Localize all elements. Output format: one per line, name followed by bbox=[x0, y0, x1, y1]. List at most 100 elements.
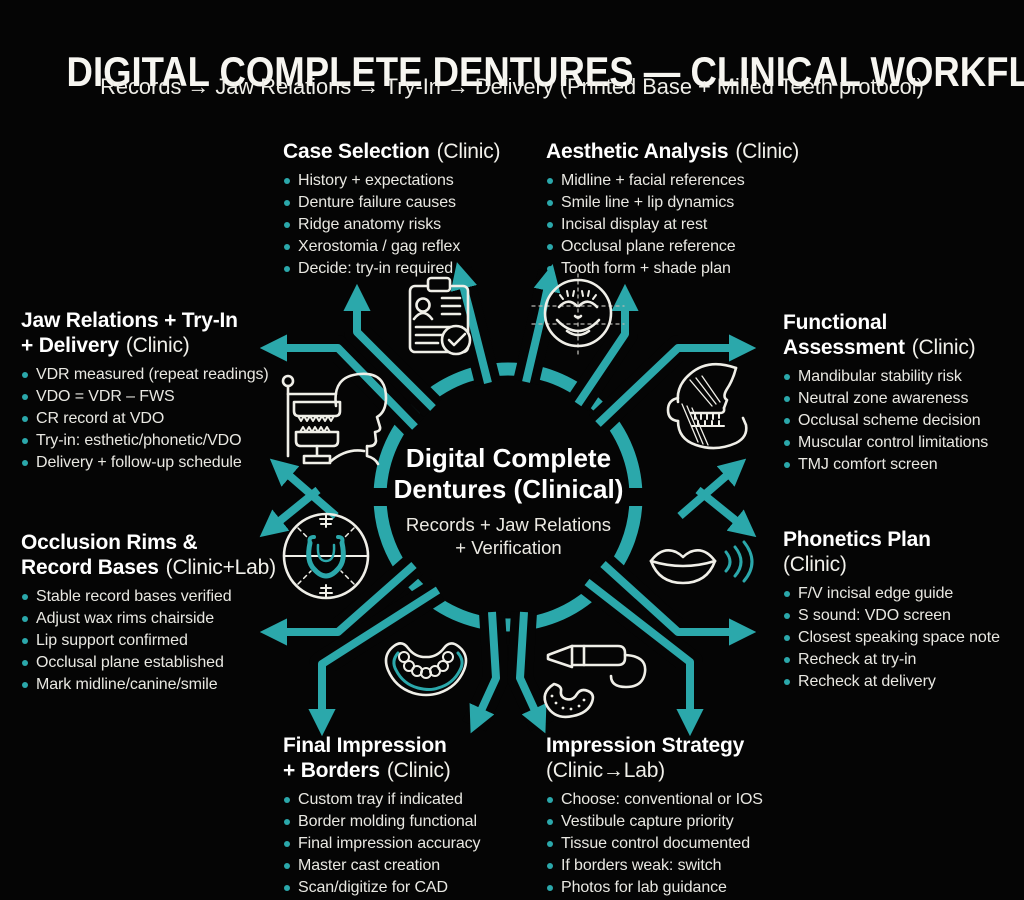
list-item: Adjust wax rims chairside bbox=[21, 609, 279, 629]
clipboard-check-icon bbox=[408, 276, 472, 356]
list-item: Recheck at delivery bbox=[783, 672, 1021, 692]
bullet-text: Try-in: esthetic/phonetic/VDO bbox=[36, 432, 242, 449]
bullet-dot bbox=[547, 200, 553, 206]
section-phonetics-plan: Phonetics Plan(Clinic) F/V incisal edge … bbox=[783, 527, 1021, 694]
bullet-text: VDR measured (repeat readings) bbox=[36, 366, 269, 383]
list-item: Decide: try-in required bbox=[283, 259, 523, 279]
list-item: Master cast creation bbox=[283, 856, 528, 876]
bullet-text: Choose: conventional or IOS bbox=[561, 791, 763, 808]
list-item: VDR measured (repeat readings) bbox=[21, 365, 279, 385]
hub-subtitle: Records + Jaw Relations + Verification bbox=[405, 514, 612, 558]
bullet-dot bbox=[284, 797, 290, 803]
section-tag: (Clinic) bbox=[735, 140, 800, 163]
bullet-dot bbox=[547, 222, 553, 228]
section-tag: (Clinic) bbox=[436, 140, 501, 163]
section-title: Phonetics Plan bbox=[783, 528, 931, 551]
bullet-text: Midline + facial references bbox=[561, 172, 745, 189]
bullet-dot bbox=[547, 863, 553, 869]
bullet-dot bbox=[547, 178, 553, 184]
list-item: Muscular control limitations bbox=[783, 433, 1019, 453]
bullet-dot bbox=[547, 244, 553, 250]
section-title: Final Impression + Borders bbox=[283, 734, 447, 782]
bullet-dot bbox=[22, 660, 28, 666]
arrow-to-aesthetic-right bbox=[574, 283, 639, 407]
list-item: Delivery + follow-up schedule bbox=[21, 453, 279, 473]
bullet-dot bbox=[22, 438, 28, 444]
flow-arrows bbox=[259, 262, 757, 737]
list-item: S sound: VDO screen bbox=[783, 606, 1021, 626]
bullet-text: S sound: VDO screen bbox=[798, 607, 951, 624]
list-item: Recheck at try-in bbox=[783, 650, 1021, 670]
section-tag: (Clinic→Lab) bbox=[546, 759, 665, 782]
bullet-text: Decide: try-in required bbox=[298, 260, 454, 277]
section-jaw-relations: Jaw Relations + Try-In + Delivery(Clinic… bbox=[21, 308, 279, 475]
bullet-dot bbox=[284, 885, 290, 891]
list-item: Closest speaking space note bbox=[783, 628, 1021, 648]
bullet-text: Denture failure causes bbox=[298, 194, 456, 211]
bullet-dot bbox=[784, 440, 790, 446]
list-item: Occlusal scheme decision bbox=[783, 411, 1019, 431]
bullet-dot bbox=[284, 266, 290, 272]
bullet-dot bbox=[784, 418, 790, 424]
list-item: Occlusal plane established bbox=[21, 653, 279, 673]
bullet-text: Final impression accuracy bbox=[298, 835, 481, 852]
section-title: Aesthetic Analysis bbox=[546, 140, 729, 163]
section-final-impression: Final Impression + Borders(Clinic) Custo… bbox=[283, 733, 528, 900]
section-title: Functional Assessment bbox=[783, 311, 905, 359]
list-item: F/V incisal edge guide bbox=[783, 584, 1021, 604]
bullet-dot bbox=[22, 416, 28, 422]
arrow-corner-jaw-relations bbox=[269, 458, 339, 520]
occlusion-rim-target-icon bbox=[282, 512, 370, 600]
arrow-to-final-impression bbox=[308, 586, 441, 737]
bullet-text: Occlusal scheme decision bbox=[798, 412, 981, 429]
bullet-text: Incisal display at rest bbox=[561, 216, 708, 233]
intraoral-scanner-icon bbox=[543, 644, 647, 719]
list-item: Try-in: esthetic/phonetic/VDO bbox=[21, 431, 279, 451]
bullet-dot bbox=[784, 396, 790, 402]
list-item: CR record at VDO bbox=[21, 409, 279, 429]
facebow-articulator-icon bbox=[281, 372, 388, 466]
bullet-dot bbox=[784, 374, 790, 380]
arrow-corner-occlusion bbox=[259, 486, 321, 538]
bullet-text: Recheck at delivery bbox=[798, 673, 936, 690]
page-title: DIGITAL COMPLETE DENTURES — CLINICAL WOR… bbox=[66, 48, 1024, 96]
jaw-skull-icon bbox=[666, 362, 748, 450]
section-title: Jaw Relations + Try-In + Delivery bbox=[21, 309, 238, 357]
bullet-dot bbox=[22, 638, 28, 644]
list-item: Stable record bases verified bbox=[21, 587, 279, 607]
bullet-dot bbox=[22, 394, 28, 400]
bullet-dot bbox=[784, 462, 790, 468]
list-item: Denture failure causes bbox=[283, 193, 523, 213]
bullet-text: Mandibular stability risk bbox=[798, 368, 962, 385]
section-tag: (Clinic) bbox=[125, 334, 190, 357]
bullet-text: Occlusal plane reference bbox=[561, 238, 736, 255]
bullet-list: F/V incisal edge guide S sound: VDO scree… bbox=[783, 584, 1021, 692]
bullet-text: Recheck at try-in bbox=[798, 651, 917, 668]
bullet-text: Muscular control limitations bbox=[798, 434, 989, 451]
hub-title: Digital Complete Dentures (Clinical) bbox=[393, 443, 624, 504]
section-tag: (Clinic) bbox=[911, 336, 976, 359]
bullet-dot bbox=[22, 460, 28, 466]
bullet-text: Photos for lab guidance bbox=[561, 879, 727, 896]
bullet-dot bbox=[284, 841, 290, 847]
list-item: Custom tray if indicated bbox=[283, 790, 528, 810]
list-item: Mandibular stability risk bbox=[783, 367, 1019, 387]
arrow-corner-phonetics bbox=[695, 486, 757, 538]
arrow-bottom-center-right bbox=[516, 611, 547, 734]
arrow-to-jaw-relations bbox=[259, 334, 418, 430]
bullet-text: Delivery + follow-up schedule bbox=[36, 454, 242, 471]
section-case-selection: Case Selection(Clinic) History + expecta… bbox=[283, 139, 523, 281]
lips-sound-icon bbox=[649, 540, 754, 585]
bullet-text: History + expectations bbox=[298, 172, 454, 189]
bullet-text: Lip support confirmed bbox=[36, 632, 188, 649]
arrow-to-impression-strategy bbox=[584, 578, 704, 737]
bullet-dot bbox=[547, 885, 553, 891]
section-impression-strategy: Impression Strategy(Clinic→Lab) Choose: … bbox=[546, 733, 801, 900]
bullet-dot bbox=[547, 819, 553, 825]
bullet-dot bbox=[784, 635, 790, 641]
list-item: Photos for lab guidance bbox=[546, 878, 801, 898]
list-item: Tissue control documented bbox=[546, 834, 801, 854]
list-item: Final impression accuracy bbox=[283, 834, 528, 854]
